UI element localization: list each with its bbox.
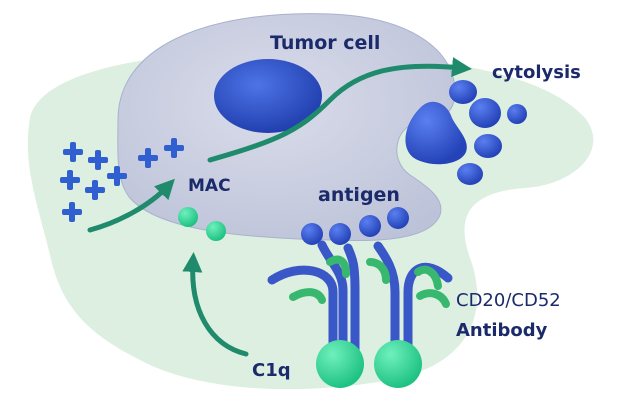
arrow-icon <box>182 252 249 357</box>
c1q-molecule <box>206 221 226 241</box>
complement-plus-icon <box>62 202 82 222</box>
cell-fragment <box>469 98 501 128</box>
antibody-fc-left <box>316 340 364 388</box>
antibody-left <box>267 240 360 355</box>
complement-plus-icon <box>60 170 80 190</box>
antigen-bead <box>301 223 323 245</box>
complement-plus-icon <box>85 180 105 200</box>
label-tumor-cell: Tumor cell <box>270 32 381 54</box>
cell-fragment <box>457 163 483 185</box>
complement-plus-marks <box>60 138 184 222</box>
arrow-icon <box>207 57 472 163</box>
label-antibody-line1: CD20/CD52 <box>456 290 561 311</box>
complement-plus-icon <box>107 166 127 186</box>
label-antibody-line2: Antibody <box>456 320 548 341</box>
antigen-beads <box>301 207 409 245</box>
label-mac: MAC <box>188 176 231 196</box>
antigen-bead <box>387 207 409 229</box>
arrow-icon <box>87 178 175 233</box>
cytolysis-fragments <box>405 80 527 185</box>
cell-fragment <box>507 104 527 124</box>
cell-fragment <box>449 80 477 104</box>
antigen-bead <box>329 223 351 245</box>
label-cytolysis: cytolysis <box>492 62 581 83</box>
c1q-molecule <box>178 207 198 227</box>
tumor-cell-nucleus <box>214 59 322 133</box>
complement-plus-icon <box>138 148 158 168</box>
antigen-bead <box>359 215 381 237</box>
cell-fragment-large <box>405 101 467 165</box>
antibody-fc-right <box>374 340 422 388</box>
cell-fragment <box>474 134 502 158</box>
antibody-right <box>366 241 453 355</box>
complement-plus-icon <box>88 150 108 170</box>
pathway-arrows <box>87 57 472 357</box>
complement-plus-icon <box>63 142 83 162</box>
label-antigen: antigen <box>318 184 400 206</box>
label-c1q: C1q <box>252 360 291 381</box>
complement-plus-icon <box>164 138 184 158</box>
